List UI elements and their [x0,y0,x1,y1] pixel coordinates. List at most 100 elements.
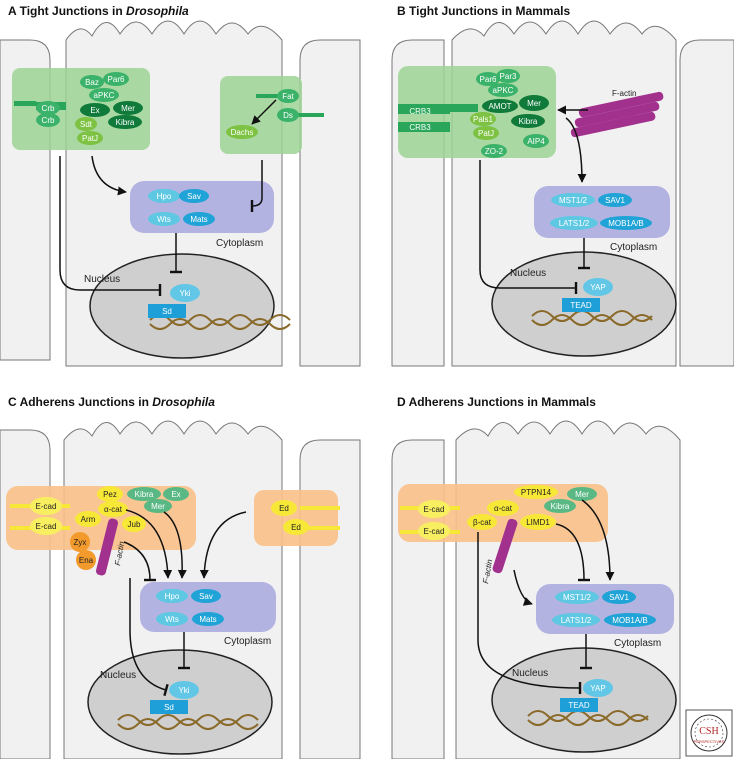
crb3-label-2: CRB3 [409,123,431,132]
mer-node [113,101,143,115]
nucleus-label: Nucleus [510,268,546,279]
factin-label: F-actin [113,540,126,566]
crb3-tail [450,104,478,112]
factin-bundle [492,518,518,574]
ptpn14-node [514,485,558,499]
ed-node-1 [271,500,297,516]
par6-node [103,72,129,86]
neighbor-cell-right [679,39,734,367]
fat-to-dachs-arrow [251,99,277,125]
apkc-label: aPKC [493,86,514,95]
mst-node [551,193,595,207]
tead-box [562,298,600,312]
yap-node [583,679,613,697]
jub-inhibits-hippo [123,541,157,582]
mob-node [600,216,652,230]
tead-label: TEAD [570,301,592,310]
mer-label: Mer [527,99,541,108]
mer-label: Mer [575,490,589,499]
panel-d-title: D Adherens Junctions in Mammals [397,395,596,409]
sdt-label: Sdt [80,120,93,129]
ds-node [277,108,299,122]
sav-node [179,189,209,203]
mer-label: Mer [151,502,165,511]
yki-label: Yki [179,289,190,298]
zo2-label: ZO-2 [485,147,504,156]
sav-label: Sav [199,592,213,601]
crb-label-1: Crb [42,104,55,113]
mer-label: Mer [121,104,135,113]
yap-label: YAP [590,283,605,292]
ena-node [76,550,96,570]
fat-node [277,89,299,103]
cytoplasm-label: Cytoplasm [610,242,657,253]
mats-node [183,212,215,226]
apkc-label: aPKC [94,91,115,100]
zyx-node [70,532,90,552]
par6-node [476,72,500,86]
lats-node [552,613,600,627]
kibra-label: Kibra [135,490,154,499]
crb-inhibits-yki [59,156,162,296]
kibra-label: Kibra [116,118,135,127]
mst-node [555,590,599,604]
pez-label: Pez [103,490,117,499]
pals1-label: Pals1 [473,115,494,124]
cytoplasm-label: Cytoplasm [614,638,661,649]
neighbor-cell-left [0,429,51,759]
mats-label: Mats [190,215,207,224]
pez-node [97,486,123,502]
svg-text:CSH: CSH [699,726,718,737]
mer-to-hippo-arrow [163,511,187,579]
limd1-node [520,514,556,530]
kibra-node [127,487,161,501]
neighbor-cell-right [299,439,361,759]
ed-label-2: Ed [291,523,301,532]
yki-label: Yki [178,686,189,695]
par6-label: Par6 [108,75,125,84]
jub-label: Jub [128,520,141,529]
zo2-node [481,144,507,158]
yki-node [169,681,199,699]
ex-node [80,103,110,117]
hpo-label: Hpo [165,592,180,601]
yki-node [170,284,200,302]
par6-label: Par6 [480,75,497,84]
fat-transmembrane [256,94,284,98]
mer-node [144,499,172,513]
mst-label: MST1/2 [563,593,592,602]
ecad-node-1 [30,497,62,515]
kibra-node [511,114,545,128]
hpo-label: Hpo [157,192,172,201]
panel-a: A Tight Junctions in Drosophila Crb Crb … [0,4,361,367]
tj-to-hippo-arrow [91,155,127,196]
mst-label: MST1/2 [559,196,588,205]
yap-label: YAP [590,684,605,693]
wts-label: Wts [157,215,171,224]
sav1-node [598,193,632,207]
nucleus-label: Nucleus [100,670,136,681]
arm-node [75,511,101,527]
patj-node [473,126,499,140]
csh-perspectives-logo: CSH PERSPECTIVES [685,709,733,757]
cytoplasm-label: Cytoplasm [224,636,271,647]
lats-label: LATS1/2 [559,219,590,228]
baz-node [80,75,104,89]
bcat-inhibits-yap [477,532,582,695]
factin-inhibits-yki [129,578,169,697]
ed-transmembrane-2 [300,526,340,530]
lats-node [550,216,598,230]
mer-node [567,487,597,501]
ed-junction-region [254,490,338,546]
aip4-label: AIP4 [527,137,545,146]
apkc-node [488,83,518,97]
sd-label: Sd [164,703,174,712]
ed-to-hippo-arrow [199,511,247,579]
wts-node [156,612,188,626]
zyx-label: Zyx [74,538,87,547]
limd1-label: LIMD1 [526,518,550,527]
panel-a-title: A Tight Junctions in Drosophila [8,4,189,18]
crb-label-2: Crb [42,116,55,125]
crb-node-2 [36,113,60,127]
